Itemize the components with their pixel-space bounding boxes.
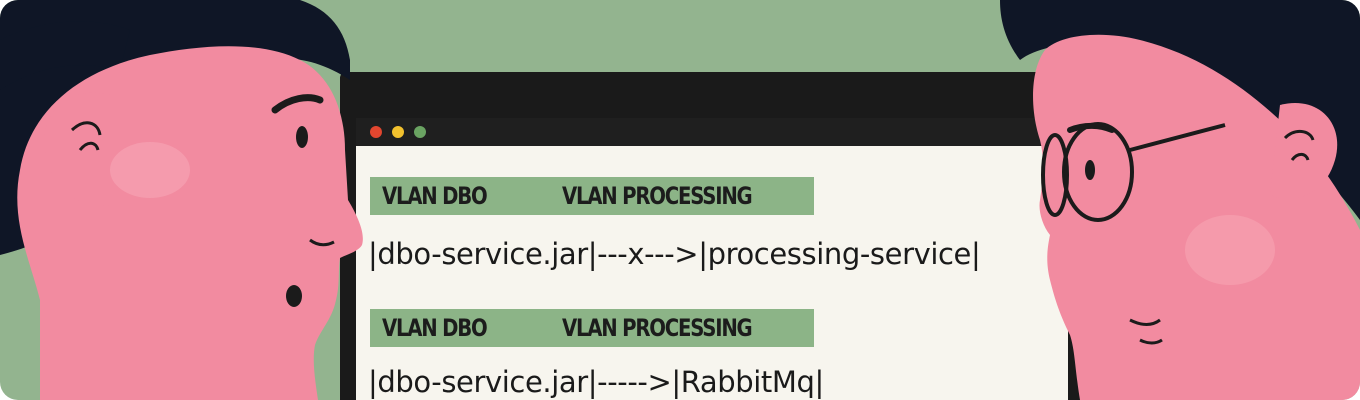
vlan-right-label: VLAN PROCESSING (562, 314, 753, 342)
code-line-1: |dbo-service.jar|---x--->|processing-ser… (368, 237, 981, 271)
vlan-header-2: VLAN DBO VLAN PROCESSING (370, 309, 814, 347)
glasses-icon (1041, 122, 1226, 222)
person-left-face-icon (0, 0, 363, 400)
vlan-left-label: VLAN DBO (382, 182, 488, 210)
vlan-left-label: VLAN DBO (382, 314, 488, 342)
code-line-2: |dbo-service.jar|----->|RabbitMq| (368, 365, 824, 399)
window-titlebar (356, 118, 1068, 146)
monitor-screen (356, 120, 1068, 400)
window-minimize-dot-icon (392, 126, 404, 138)
vlan-header-1: VLAN DBO VLAN PROCESSING (370, 177, 814, 215)
person-right-face-icon (1000, 0, 1360, 400)
vlan-right-label: VLAN PROCESSING (562, 182, 753, 210)
window-close-dot-icon (370, 126, 382, 138)
window-maximize-dot-icon (414, 126, 426, 138)
